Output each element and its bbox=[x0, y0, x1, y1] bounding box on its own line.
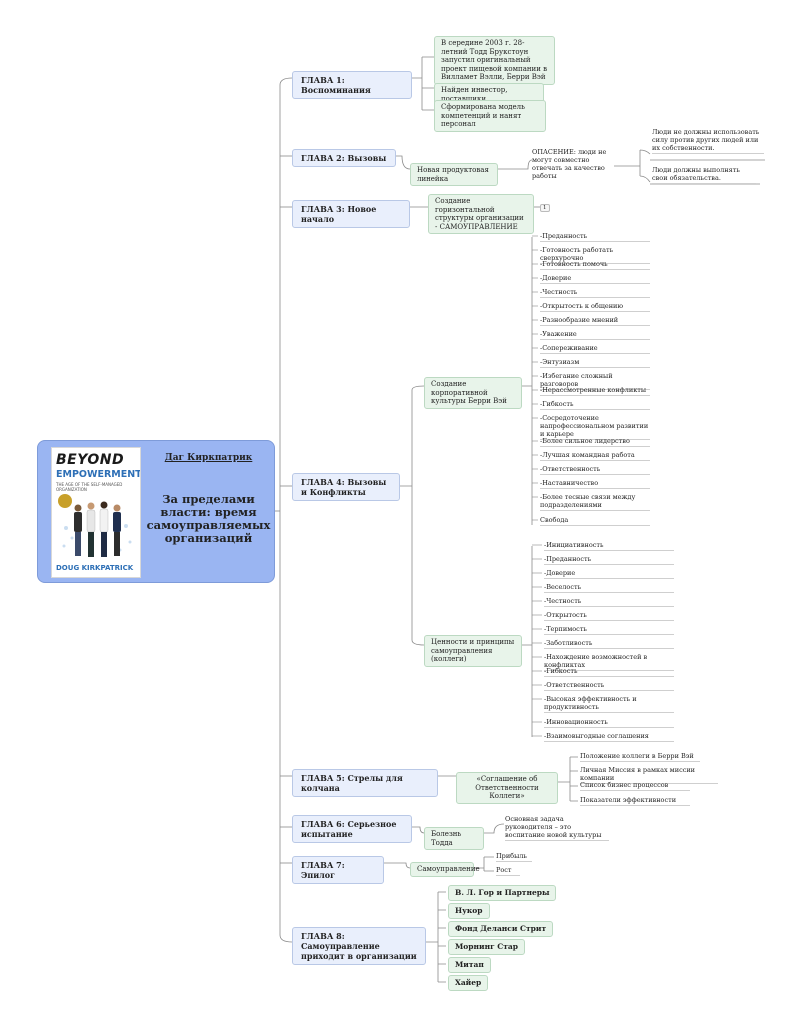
values-item-12[interactable]: -Высокая эффективность и продуктивность bbox=[544, 695, 674, 713]
cover-subtitle: THE AGE OF THE SELF-MANAGED ORGANIZATION bbox=[56, 482, 123, 492]
values-item-5[interactable]: -Честность bbox=[544, 597, 674, 607]
ch7-subtopic[interactable]: Самоуправление bbox=[410, 862, 480, 877]
chapter-6-topic[interactable]: ГЛАВА 6: Серьезное испытание bbox=[292, 815, 412, 843]
root-author: Даг Киркпатрик bbox=[164, 453, 253, 463]
culture-item-20[interactable]: Свобода bbox=[540, 516, 650, 526]
culture-item-2[interactable]: -Готовность работать сверхурочно bbox=[540, 246, 650, 264]
ch2-subtopic[interactable]: Новая продуктовая линейка bbox=[410, 163, 498, 186]
culture-item-9[interactable]: -Сопереживание bbox=[540, 344, 650, 354]
ch1-item-3[interactable]: Сформирована модель компетенций и нанят … bbox=[434, 100, 546, 132]
ch7-leaf-1[interactable]: Прибыль bbox=[496, 852, 532, 862]
ch8-org-6[interactable]: Хайер bbox=[448, 975, 489, 991]
ch1-item-1[interactable]: В середине 2003 г. 28-летний Тодд Брукст… bbox=[434, 36, 555, 85]
ch4-culture-subtopic[interactable]: Создание корпоративной культуры Берри Вэ… bbox=[424, 377, 522, 409]
culture-item-8[interactable]: -Уважение bbox=[540, 330, 650, 340]
values-item-8[interactable]: -Заботливость bbox=[544, 639, 674, 649]
values-item-10[interactable]: -Гибкость bbox=[544, 667, 674, 677]
values-item-11[interactable]: -Ответственность bbox=[544, 681, 674, 691]
culture-item-16[interactable]: -Лучшая командная работа bbox=[540, 451, 650, 461]
ch5-leaf-2[interactable]: Личная Миссия в рамках миссии компании bbox=[580, 766, 718, 784]
ch8-org-2[interactable]: Нукор bbox=[448, 903, 490, 919]
ch4-values-subtopic[interactable]: Ценности и принципы самоуправления (колл… bbox=[424, 635, 522, 667]
ch5-leaf-3[interactable]: Список бизнес процессов bbox=[580, 781, 690, 791]
culture-item-3[interactable]: -Готовность помочь bbox=[540, 260, 650, 270]
chapter-4-topic[interactable]: ГЛАВА 4: Вызовы и Конфликты bbox=[292, 473, 400, 501]
ch2-concern[interactable]: ОПАСЕНИЕ: люди не могут совместно отвеча… bbox=[532, 148, 607, 180]
ch5-leaf-4[interactable]: Показатели эффективности bbox=[580, 796, 690, 806]
cover-badge-icon bbox=[58, 494, 72, 508]
culture-item-15[interactable]: -Более сильное лидерство bbox=[540, 437, 650, 447]
culture-item-13[interactable]: -Гибкость bbox=[540, 400, 650, 410]
culture-item-14[interactable]: -Сосредоточение напрофессиональном разви… bbox=[540, 414, 650, 440]
ch8-org-5[interactable]: Митап bbox=[448, 957, 491, 973]
values-item-14[interactable]: -Взаимовыгодные соглашения bbox=[544, 732, 674, 742]
ch6-leaf[interactable]: Основная задача руководителя – это воспи… bbox=[505, 815, 609, 841]
chapter-2-topic[interactable]: ГЛАВА 2: Вызовы bbox=[292, 149, 396, 167]
culture-item-19[interactable]: -Более тесные связи между подразделениям… bbox=[540, 493, 650, 511]
root-title: За пределами власти: время самоуправляем… bbox=[146, 492, 271, 545]
values-item-9[interactable]: -Нахождение возможностей в конфликтах bbox=[544, 653, 674, 671]
values-item-13[interactable]: -Инновационность bbox=[544, 718, 674, 728]
values-item-4[interactable]: -Веселость bbox=[544, 583, 674, 593]
chapter-5-topic[interactable]: ГЛАВА 5: Стрелы для колчана bbox=[292, 769, 438, 797]
book-cover-image: BEYOND EMPOWERMENT THE AGE OF THE SELF-M… bbox=[51, 447, 141, 578]
chapter-3-topic[interactable]: ГЛАВА 3: Новое начало bbox=[292, 200, 410, 228]
culture-item-4[interactable]: -Доверие bbox=[540, 274, 650, 284]
ch8-org-3[interactable]: Фонд Деланси Стрит bbox=[448, 921, 554, 937]
values-item-1[interactable]: -Инициативность bbox=[544, 541, 674, 551]
cover-people-illustration bbox=[62, 501, 132, 557]
culture-item-17[interactable]: -Ответственность bbox=[540, 465, 650, 475]
ch7-leaf-2[interactable]: Рост bbox=[496, 866, 520, 876]
culture-item-7[interactable]: -Разнообразие мнений bbox=[540, 316, 650, 326]
root-topic[interactable]: BEYOND EMPOWERMENT THE AGE OF THE SELF-M… bbox=[37, 440, 275, 583]
values-item-7[interactable]: -Терпимость bbox=[544, 625, 674, 635]
culture-item-10[interactable]: -Энтузиазм bbox=[540, 358, 650, 368]
chapter-8-topic[interactable]: ГЛАВА 8: Самоуправление приходит в орган… bbox=[292, 927, 426, 965]
culture-item-6[interactable]: -Открытость к общению bbox=[540, 302, 650, 312]
culture-item-18[interactable]: -Наставничество bbox=[540, 479, 650, 489]
values-item-6[interactable]: -Открытость bbox=[544, 611, 674, 621]
ch6-subtopic[interactable]: Болезнь Тодда bbox=[424, 827, 484, 850]
ch3-count-badge[interactable]: 1 bbox=[540, 204, 550, 212]
chapter-1-topic[interactable]: ГЛАВА 1: Воспоминания bbox=[292, 71, 412, 99]
ch2-leaf-1[interactable]: Люди не должны использовать силу против … bbox=[652, 128, 764, 154]
culture-item-5[interactable]: -Честность bbox=[540, 288, 650, 298]
culture-item-12[interactable]: -Нерассмотренные конфликты bbox=[540, 386, 650, 396]
ch8-org-4[interactable]: Морнинг Стар bbox=[448, 939, 526, 955]
cover-title-line2: EMPOWERMENT bbox=[56, 469, 141, 480]
ch3-subtopic[interactable]: Создание горизонтальной структуры органи… bbox=[428, 194, 534, 234]
ch5-leaf-1[interactable]: Положение коллеги в Берри Вэй bbox=[580, 752, 700, 762]
culture-item-11[interactable]: -Избегание сложный разговоров bbox=[540, 372, 650, 390]
ch5-subtopic[interactable]: «Соглашение об Ответственности Коллеги» bbox=[456, 772, 558, 804]
values-item-2[interactable]: -Преданность bbox=[544, 555, 674, 565]
chapter-7-topic[interactable]: ГЛАВА 7: Эпилог bbox=[292, 856, 384, 884]
ch8-org-1[interactable]: В. Л. Гор и Партнеры bbox=[448, 885, 557, 901]
culture-item-1[interactable]: -Преданность bbox=[540, 232, 650, 242]
values-item-3[interactable]: -Доверие bbox=[544, 569, 674, 579]
cover-title-line1: BEYOND bbox=[56, 452, 125, 468]
cover-author: DOUG KIRKPATRICK bbox=[56, 564, 134, 572]
ch2-leaf-2[interactable]: Люди должны выполнять свои обязательства… bbox=[652, 166, 756, 184]
